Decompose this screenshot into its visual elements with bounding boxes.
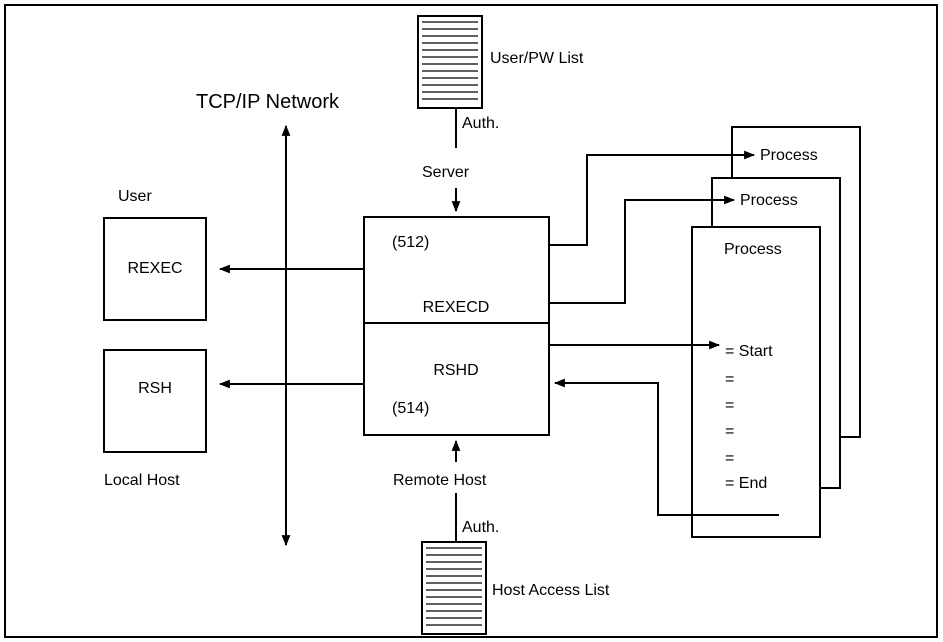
rexecd-to-process-back-arrow (549, 150, 756, 246)
process-start-label: = Start (725, 343, 773, 360)
user-label: User (118, 188, 152, 205)
diagram-frame (4, 4, 938, 638)
rexec-label: REXEC (127, 260, 182, 277)
rsh-box (103, 349, 207, 453)
rshd-label: RSHD (433, 362, 478, 379)
rexecd-to-process-middle-arrow (549, 195, 736, 304)
process-eq-2: = (725, 397, 734, 414)
process-label-middle: Process (740, 192, 798, 209)
user-pw-list-label: User/PW List (490, 50, 584, 67)
process-label-back: Process (760, 147, 818, 164)
process-label-front: Process (724, 241, 782, 258)
end-to-rshd-arrow (553, 378, 779, 516)
process-end-label: = End (725, 475, 767, 492)
local-host-label: Local Host (104, 472, 180, 489)
document-list-icon (417, 15, 483, 109)
network-label: TCP/IP Network (196, 91, 340, 113)
auth-label-top: Auth. (462, 115, 499, 132)
host-access-list-label: Host Access List (492, 582, 610, 599)
process-eq-4: = (725, 450, 734, 467)
rsh-label: RSH (138, 380, 172, 397)
port-512-label: (512) (392, 234, 429, 251)
process-eq-1: = (725, 371, 734, 388)
rexecd-label: REXECD (423, 299, 490, 316)
port-514-label: (514) (392, 400, 429, 417)
auth-label-bottom: Auth. (462, 519, 499, 536)
rexec-box (103, 217, 207, 321)
server-label: Server (422, 164, 470, 181)
document-list-icon (421, 541, 487, 635)
process-window-front (691, 226, 821, 538)
process-eq-3: = (725, 423, 734, 440)
server-box (363, 216, 550, 436)
remote-host-label: Remote Host (393, 472, 487, 489)
